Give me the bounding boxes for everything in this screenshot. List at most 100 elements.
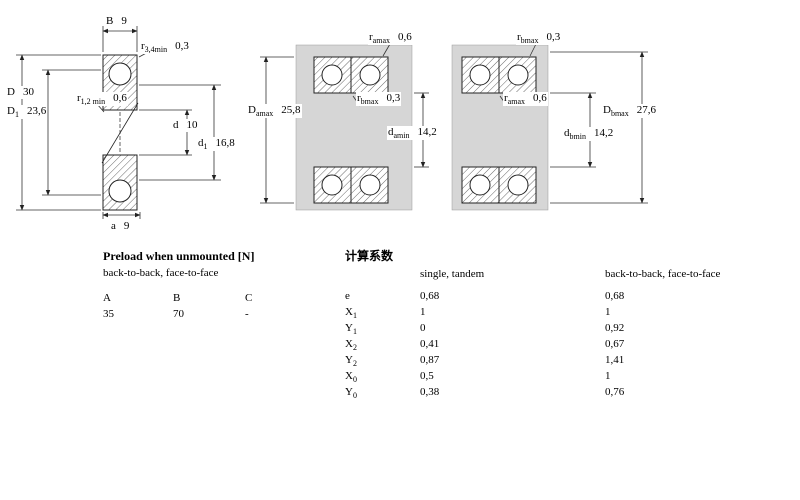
dim-symbol: d xyxy=(198,137,204,149)
dim-label-rbmax-mid: rbmax 0,3 xyxy=(356,92,402,107)
dim-subscript: 1 xyxy=(203,142,208,152)
factor-symbol: X0 xyxy=(345,370,357,385)
factor-value-2: 0,76 xyxy=(605,386,625,398)
preload-table-subtitle: back-to-back, face-to-face xyxy=(103,267,219,279)
pair-b-dimension-lines xyxy=(499,43,648,204)
factor-row-y2: Y2 0,87 1,41 xyxy=(345,353,745,369)
dim-subscript: 3,4min xyxy=(144,45,168,55)
dim-subscript: bmin xyxy=(569,132,586,142)
factor-symbol: Y1 xyxy=(345,322,357,337)
factor-symbol: Y2 xyxy=(345,354,357,369)
dim-symbol: r xyxy=(369,31,373,43)
dim-symbol: d xyxy=(564,127,570,139)
factors-table-header: single, tandem back-to-back, face-to-fac… xyxy=(345,267,745,281)
factor-value-1: 0,87 xyxy=(420,354,440,366)
dim-symbol: r xyxy=(504,92,508,104)
dim-value: 0,3 xyxy=(386,92,401,104)
dim-subscript: bmax xyxy=(520,36,539,46)
factor-value-2: 1,41 xyxy=(605,354,625,366)
dim-symbol: D xyxy=(7,86,15,98)
dim-value: 9 xyxy=(123,220,130,232)
factor-value-2: 1 xyxy=(605,306,611,318)
preload-value-B: 70 xyxy=(173,308,184,320)
dim-value: 30 xyxy=(22,86,34,98)
preload-table-grid: A B C 35 70 - xyxy=(103,291,295,323)
factor-symbol: e xyxy=(345,290,350,302)
factor-symbol: X2 xyxy=(345,338,357,353)
dim-subscript: amin xyxy=(393,131,410,141)
dim-label-ramax-top: ramax 0,6 xyxy=(368,31,413,46)
factor-value-1: 0,41 xyxy=(420,338,440,350)
preload-header-B: B xyxy=(173,292,181,304)
bearing-drawings xyxy=(16,26,648,219)
dim-symbol: D xyxy=(7,105,15,117)
dim-value: 23,6 xyxy=(26,105,47,117)
preload-header-C: C xyxy=(245,292,253,304)
dim-subscript: amax xyxy=(507,97,525,107)
factor-row-x2: X2 0,41 0,67 xyxy=(345,337,745,353)
factor-row-e: e 0,68 0,68 xyxy=(345,289,745,305)
dim-value: 0,6 xyxy=(533,92,547,104)
factor-value-1: 1 xyxy=(420,306,426,318)
factors-table: 计算系数 single, tandem back-to-back, face-t… xyxy=(345,249,745,401)
dim-label-dbmin: dbmin 14,2 xyxy=(563,127,615,142)
dim-value: 27,6 xyxy=(636,104,656,116)
factor-value-2: 0,92 xyxy=(605,322,625,334)
factor-value-1: 0,5 xyxy=(420,370,434,382)
factor-row-y0: Y0 0,38 0,76 xyxy=(345,385,745,401)
dim-label-d1: d1 16,8 xyxy=(197,137,236,152)
dim-label-D: D 30 xyxy=(6,86,35,99)
dim-label-Dbmax: Dbmax 27,6 xyxy=(602,104,657,119)
factor-row-y1: Y1 0 0,92 xyxy=(345,321,745,337)
dim-value: 14,2 xyxy=(417,126,437,138)
dim-symbol: r xyxy=(517,31,521,43)
dim-value: 0,3 xyxy=(175,40,189,52)
preload-table-title: Preload when unmounted [N] xyxy=(103,249,255,263)
factors-table-rows: e 0,68 0,68 X1 1 1 Y1 0 0,92 X2 0,41 0,6… xyxy=(345,289,745,401)
dim-value: 0,3 xyxy=(546,31,561,43)
dim-label-rbmax-top: rbmax 0,3 xyxy=(516,31,562,46)
dim-value: 0,6 xyxy=(398,31,412,43)
dim-value: 0,6 xyxy=(113,92,127,104)
dim-label-r34min: r3,4min 0,3 xyxy=(140,40,190,55)
dim-symbol: d xyxy=(388,126,394,138)
factor-symbol: Y0 xyxy=(345,386,357,401)
factor-value-2: 1 xyxy=(605,370,611,382)
factor-value-1: 0,38 xyxy=(420,386,440,398)
dim-subscript: bmax xyxy=(360,97,379,107)
dim-symbol: r xyxy=(357,92,361,104)
dim-value: 16,8 xyxy=(215,137,235,149)
dim-symbol: D xyxy=(603,104,611,116)
preload-table: Preload when unmounted [N] back-to-back,… xyxy=(103,249,295,323)
dim-subscript: amax xyxy=(372,36,390,46)
dim-symbol: B xyxy=(106,15,114,27)
dim-symbol: r xyxy=(141,40,145,52)
dim-subscript: amax xyxy=(255,109,274,119)
factors-table-title: 计算系数 xyxy=(345,249,394,263)
dim-subscript: bmax xyxy=(610,109,629,119)
dim-label-damin: damin 14,2 xyxy=(387,126,438,141)
preload-header-A: A xyxy=(103,292,111,304)
factor-row-x0: X0 0,5 1 xyxy=(345,369,745,385)
dim-value: 14,2 xyxy=(593,127,614,139)
dim-subscript: 1 xyxy=(14,110,19,120)
dim-symbol: r xyxy=(77,92,81,104)
dim-value: 9 xyxy=(121,15,127,27)
dim-value: 10 xyxy=(186,119,198,131)
dim-value: 25,8 xyxy=(281,104,301,116)
factors-header-back-to-back: back-to-back, face-to-face xyxy=(605,268,721,280)
factor-symbol: X1 xyxy=(345,306,357,321)
preload-value-A: 35 xyxy=(103,308,114,320)
single-bearing-section xyxy=(101,54,139,211)
dim-label-ramax-mid: ramax 0,6 xyxy=(503,92,548,107)
factors-header-single-tandem: single, tandem xyxy=(420,268,485,280)
factor-value-2: 0,68 xyxy=(605,290,625,302)
factor-value-2: 0,67 xyxy=(605,338,625,350)
factor-value-1: 0,68 xyxy=(420,290,440,302)
factor-row-x1: X1 1 1 xyxy=(345,305,745,321)
